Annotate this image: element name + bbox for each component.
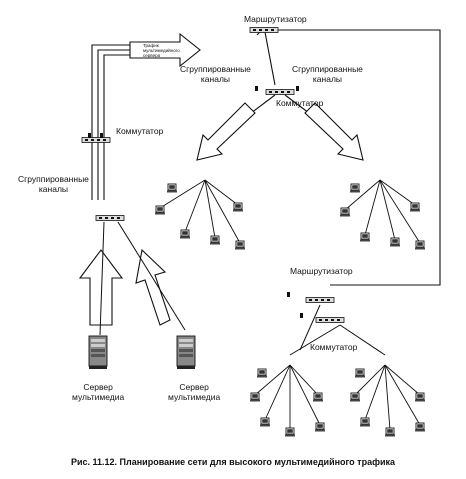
traffic-arrow-top: Трафик мультимедийного сервера [129, 32, 201, 68]
traffic-arrow-left-down [196, 102, 256, 161]
svg-text:сервера: сервера [143, 53, 161, 58]
server-1-icon [88, 335, 108, 370]
link-lines [91, 29, 441, 286]
svg-text:Трафик: Трафик [143, 43, 159, 48]
switch-top-label: Коммутатор [276, 98, 324, 108]
switch-bottom-label: Коммутатор [310, 342, 358, 352]
router-bottom-label: Маршрутизатор [290, 266, 353, 276]
svg-text:мультимедийного: мультимедийного [143, 47, 180, 53]
figure-caption: Рис. 11.12. Планирование сети для высоко… [70, 457, 396, 467]
server-2-icon [176, 335, 196, 370]
server-1-label: Сервер мультимедиа [72, 382, 125, 402]
switch-left-icon [81, 137, 111, 143]
network-diagram: Трафик мультимедийного сервера [78, 27, 441, 437]
small-node-icons [88, 86, 303, 318]
pc-cluster-bottom-left [254, 364, 321, 430]
switch-top-icon [265, 89, 295, 95]
switch-bottom-icon [315, 317, 345, 323]
pc-cluster-left [159, 179, 241, 244]
router-top-icon [249, 27, 279, 33]
grouped-channels-right-top-label: Сгруппированные каналы [292, 64, 363, 84]
grouped-channels-left-label: Сгруппированные каналы [18, 174, 89, 194]
switch-left-label: Коммутатор [116, 126, 164, 136]
switch-left-lower-icon [95, 215, 125, 221]
traffic-arrow-up-right [135, 248, 171, 326]
server-2-label: Сервер мультимедиа [168, 382, 221, 402]
traffic-arrow-right-down [304, 102, 364, 161]
grouped-channels-left-top-label: Сгруппированные каналы [180, 64, 251, 84]
pc-cluster-right [344, 179, 421, 244]
server-links [99, 221, 386, 356]
pc-cluster-bottom-right [354, 364, 421, 431]
router-top-label: Маршрутизатор [244, 14, 307, 24]
router-bottom-icon [305, 297, 335, 303]
traffic-arrow-up-left [78, 249, 124, 326]
